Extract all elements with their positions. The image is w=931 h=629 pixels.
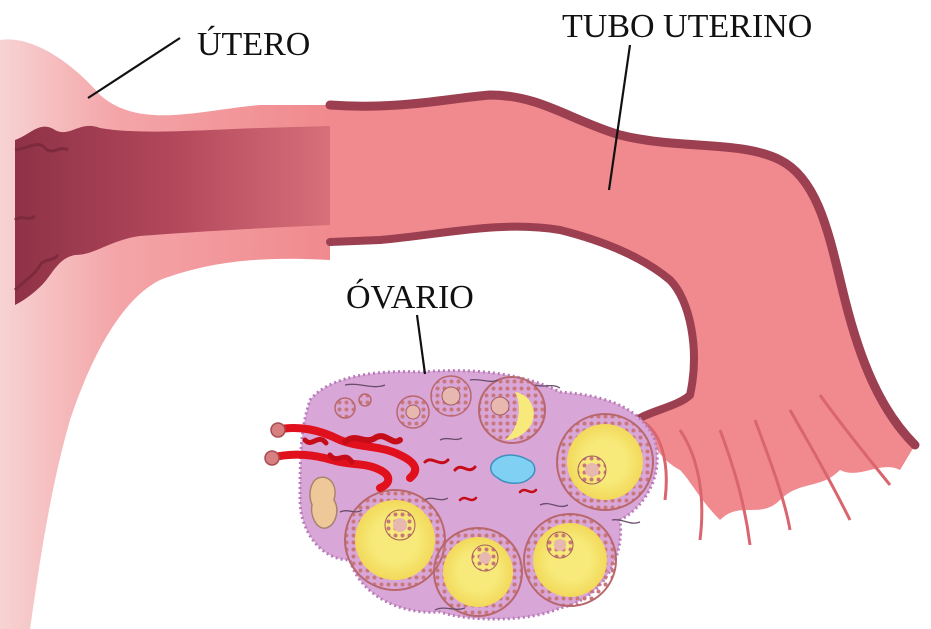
primordial-follicle bbox=[334, 397, 356, 419]
leader-uterus bbox=[87, 37, 181, 99]
corpus-albicans bbox=[309, 476, 338, 529]
mature-follicle-oocyte-core bbox=[393, 518, 407, 532]
tube-bottom-wall bbox=[326, 222, 698, 422]
endometrium-folds bbox=[13, 143, 69, 292]
luteal-cyst bbox=[490, 454, 536, 484]
follicle-antrum bbox=[505, 392, 534, 440]
label-uterus: ÚTERO bbox=[87, 25, 310, 99]
mature-follicle-oocyte-core bbox=[585, 463, 599, 477]
label-uterus-text: ÚTERO bbox=[197, 25, 310, 63]
tube-top-wall bbox=[325, 90, 920, 450]
mature-follicle-antrum bbox=[567, 424, 643, 500]
mature-follicle-antrum bbox=[355, 500, 435, 580]
label-ovary-text: ÓVARIO bbox=[346, 278, 474, 316]
tertiary-follicle-oocyte bbox=[490, 396, 510, 416]
uterine-cavity bbox=[15, 125, 330, 305]
vessel-end-artery bbox=[270, 422, 286, 438]
mature-follicle-antrum bbox=[533, 523, 607, 597]
uterine-tube bbox=[325, 90, 920, 546]
stroma-lines bbox=[339, 378, 641, 611]
uterus bbox=[0, 39, 330, 629]
ovary bbox=[264, 369, 659, 621]
primordial-follicle bbox=[358, 393, 372, 407]
mature-follicle-oocyte-core bbox=[554, 539, 566, 551]
secondary-follicle-oocyte bbox=[441, 386, 461, 406]
leader-ovary bbox=[415, 314, 427, 375]
ovarian-vessels bbox=[266, 424, 538, 502]
mature-follicle-oocyte-core bbox=[479, 552, 491, 564]
tube-outer bbox=[330, 95, 915, 520]
leader-tube bbox=[607, 44, 632, 191]
primary-follicle-oocyte bbox=[405, 404, 421, 420]
label-ovary: ÓVARIO bbox=[346, 278, 474, 375]
fimbriae bbox=[639, 394, 892, 546]
vessel-end-vein bbox=[264, 450, 280, 466]
label-tube-text: TUBO UTERINO bbox=[562, 8, 812, 45]
label-tube: TUBO UTERINO bbox=[562, 8, 812, 191]
